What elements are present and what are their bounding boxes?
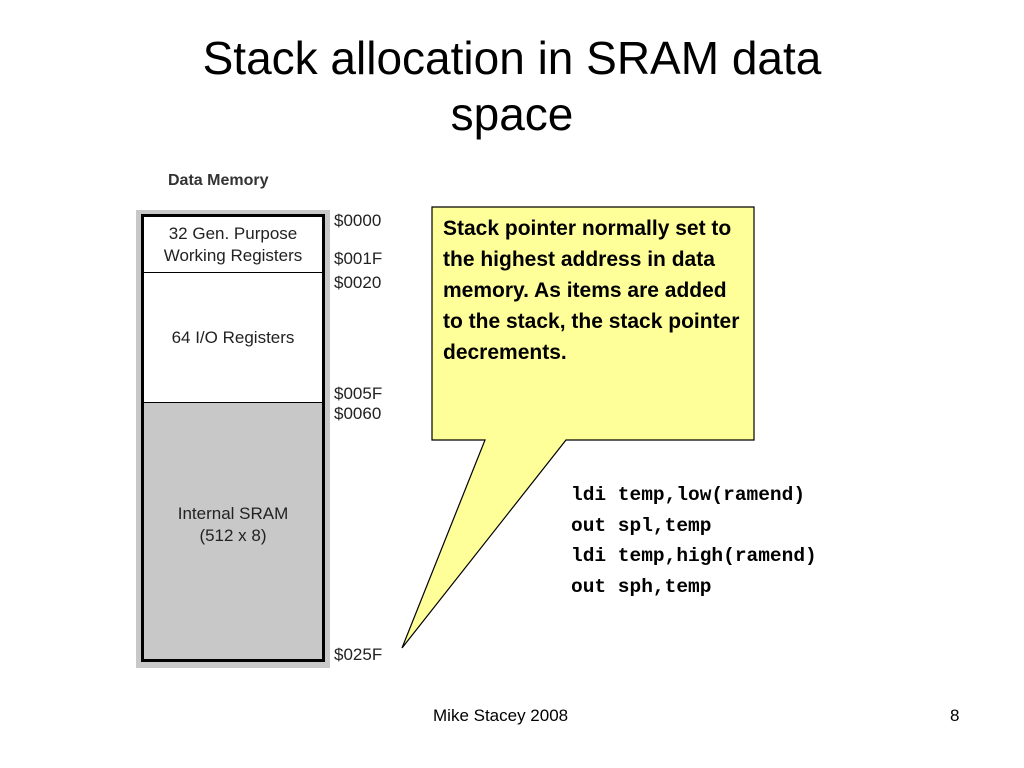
address-label: $0000 (334, 211, 382, 230)
address-label: $005F (334, 384, 383, 403)
address-label: $0020 (334, 273, 382, 292)
region-internal-sram: Internal SRAM (512 x 8) (144, 403, 322, 659)
region-label-line: Internal SRAM (177, 504, 289, 523)
data-memory-heading: Data Memory (168, 172, 269, 189)
callout-shape (401, 206, 755, 649)
code-block: ldi temp,low(ramend) out spl,temp ldi te… (571, 480, 817, 602)
region-label-line: Working Registers (163, 245, 303, 265)
code-line: out sph,temp (571, 575, 712, 598)
callout-text: Stack pointer normally set to the highes… (443, 217, 740, 364)
region-label-line: (512 x 8) (199, 526, 267, 545)
code-line: ldi temp,low(ramend) (571, 484, 806, 506)
memory-map: 32 Gen. Purpose Working Registers 64 I/O… (141, 214, 325, 662)
title-line-1: Stack allocation in SRAM data (202, 32, 822, 84)
page-number: 8 (950, 706, 960, 725)
region-label-line: 32 Gen. Purpose (168, 223, 298, 243)
code-line: ldi temp,high(ramend) (571, 545, 817, 567)
region-io-registers: 64 I/O Registers (144, 273, 322, 403)
address-label: $025F (334, 645, 383, 664)
footer-author: Mike Stacey 2008 (433, 706, 569, 725)
address-label: $0060 (334, 404, 382, 423)
region-general-purpose-registers: 32 Gen. Purpose Working Registers (144, 217, 322, 273)
slide-title: Stack allocation in SRAM data space (0, 30, 1024, 142)
code-line: out spl,temp (571, 514, 712, 537)
region-label-line: 64 I/O Registers (171, 327, 295, 347)
address-label: $001F (334, 249, 383, 268)
title-line-2: space (450, 88, 574, 140)
